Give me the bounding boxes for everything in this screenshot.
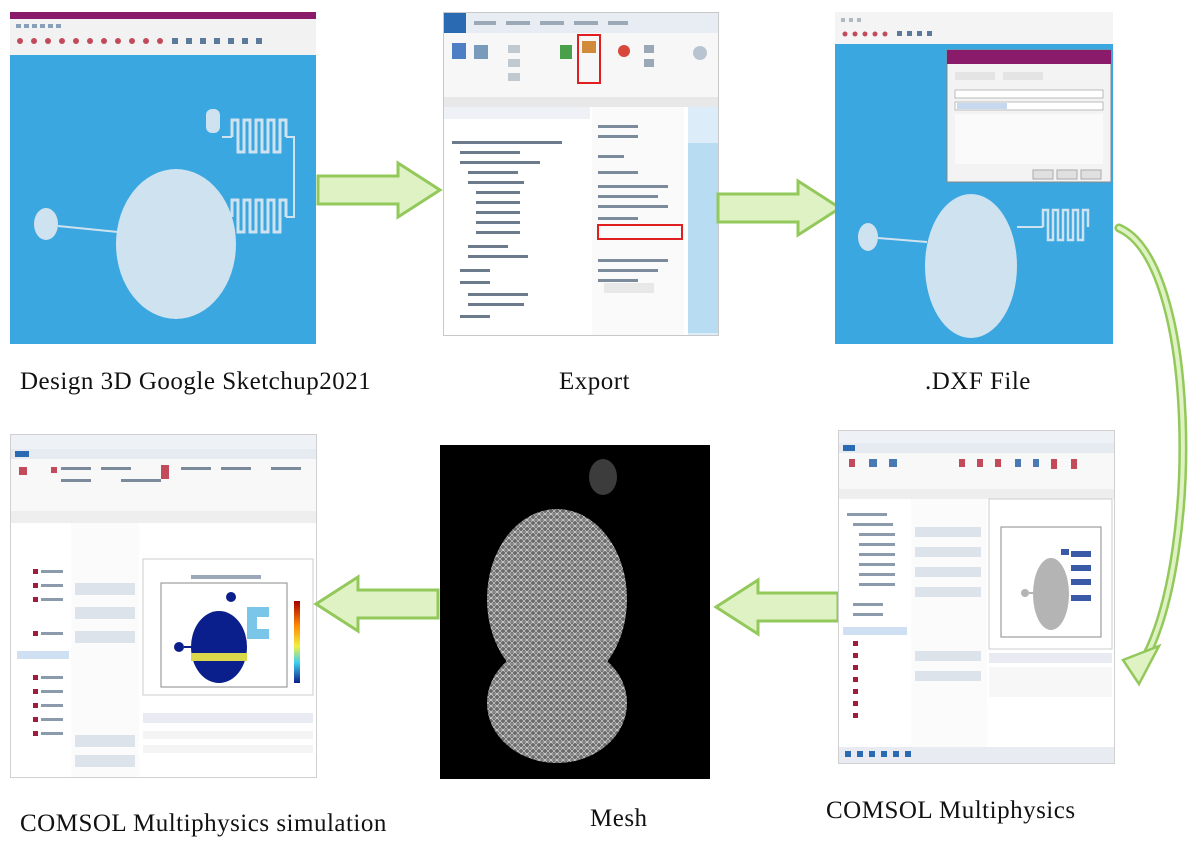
caption-design: Design 3D Google Sketchup2021 xyxy=(20,368,372,395)
comsol-simulation-screenshot xyxy=(10,434,317,778)
caption-comsol: COMSOL Multiphysics xyxy=(826,797,1076,824)
arrow-left-1 xyxy=(712,577,840,637)
arrow-right-1 xyxy=(316,160,444,220)
caption-export: Export xyxy=(559,368,631,395)
caption-dxf: .DXF File xyxy=(925,368,1031,395)
arrow-left-2 xyxy=(312,574,440,634)
caption-mesh: Mesh xyxy=(590,805,648,832)
mesh-image xyxy=(440,445,710,779)
dxf-file-screenshot xyxy=(835,12,1113,344)
arrow-right-2 xyxy=(716,178,844,238)
caption-simulation: COMSOL Multiphysics simulation xyxy=(20,810,387,837)
comsol-multiphysics-screenshot xyxy=(838,430,1115,764)
export-screenshot xyxy=(443,12,719,336)
sketchup-design-screenshot xyxy=(10,12,316,344)
curved-arrow-down xyxy=(1105,222,1195,692)
